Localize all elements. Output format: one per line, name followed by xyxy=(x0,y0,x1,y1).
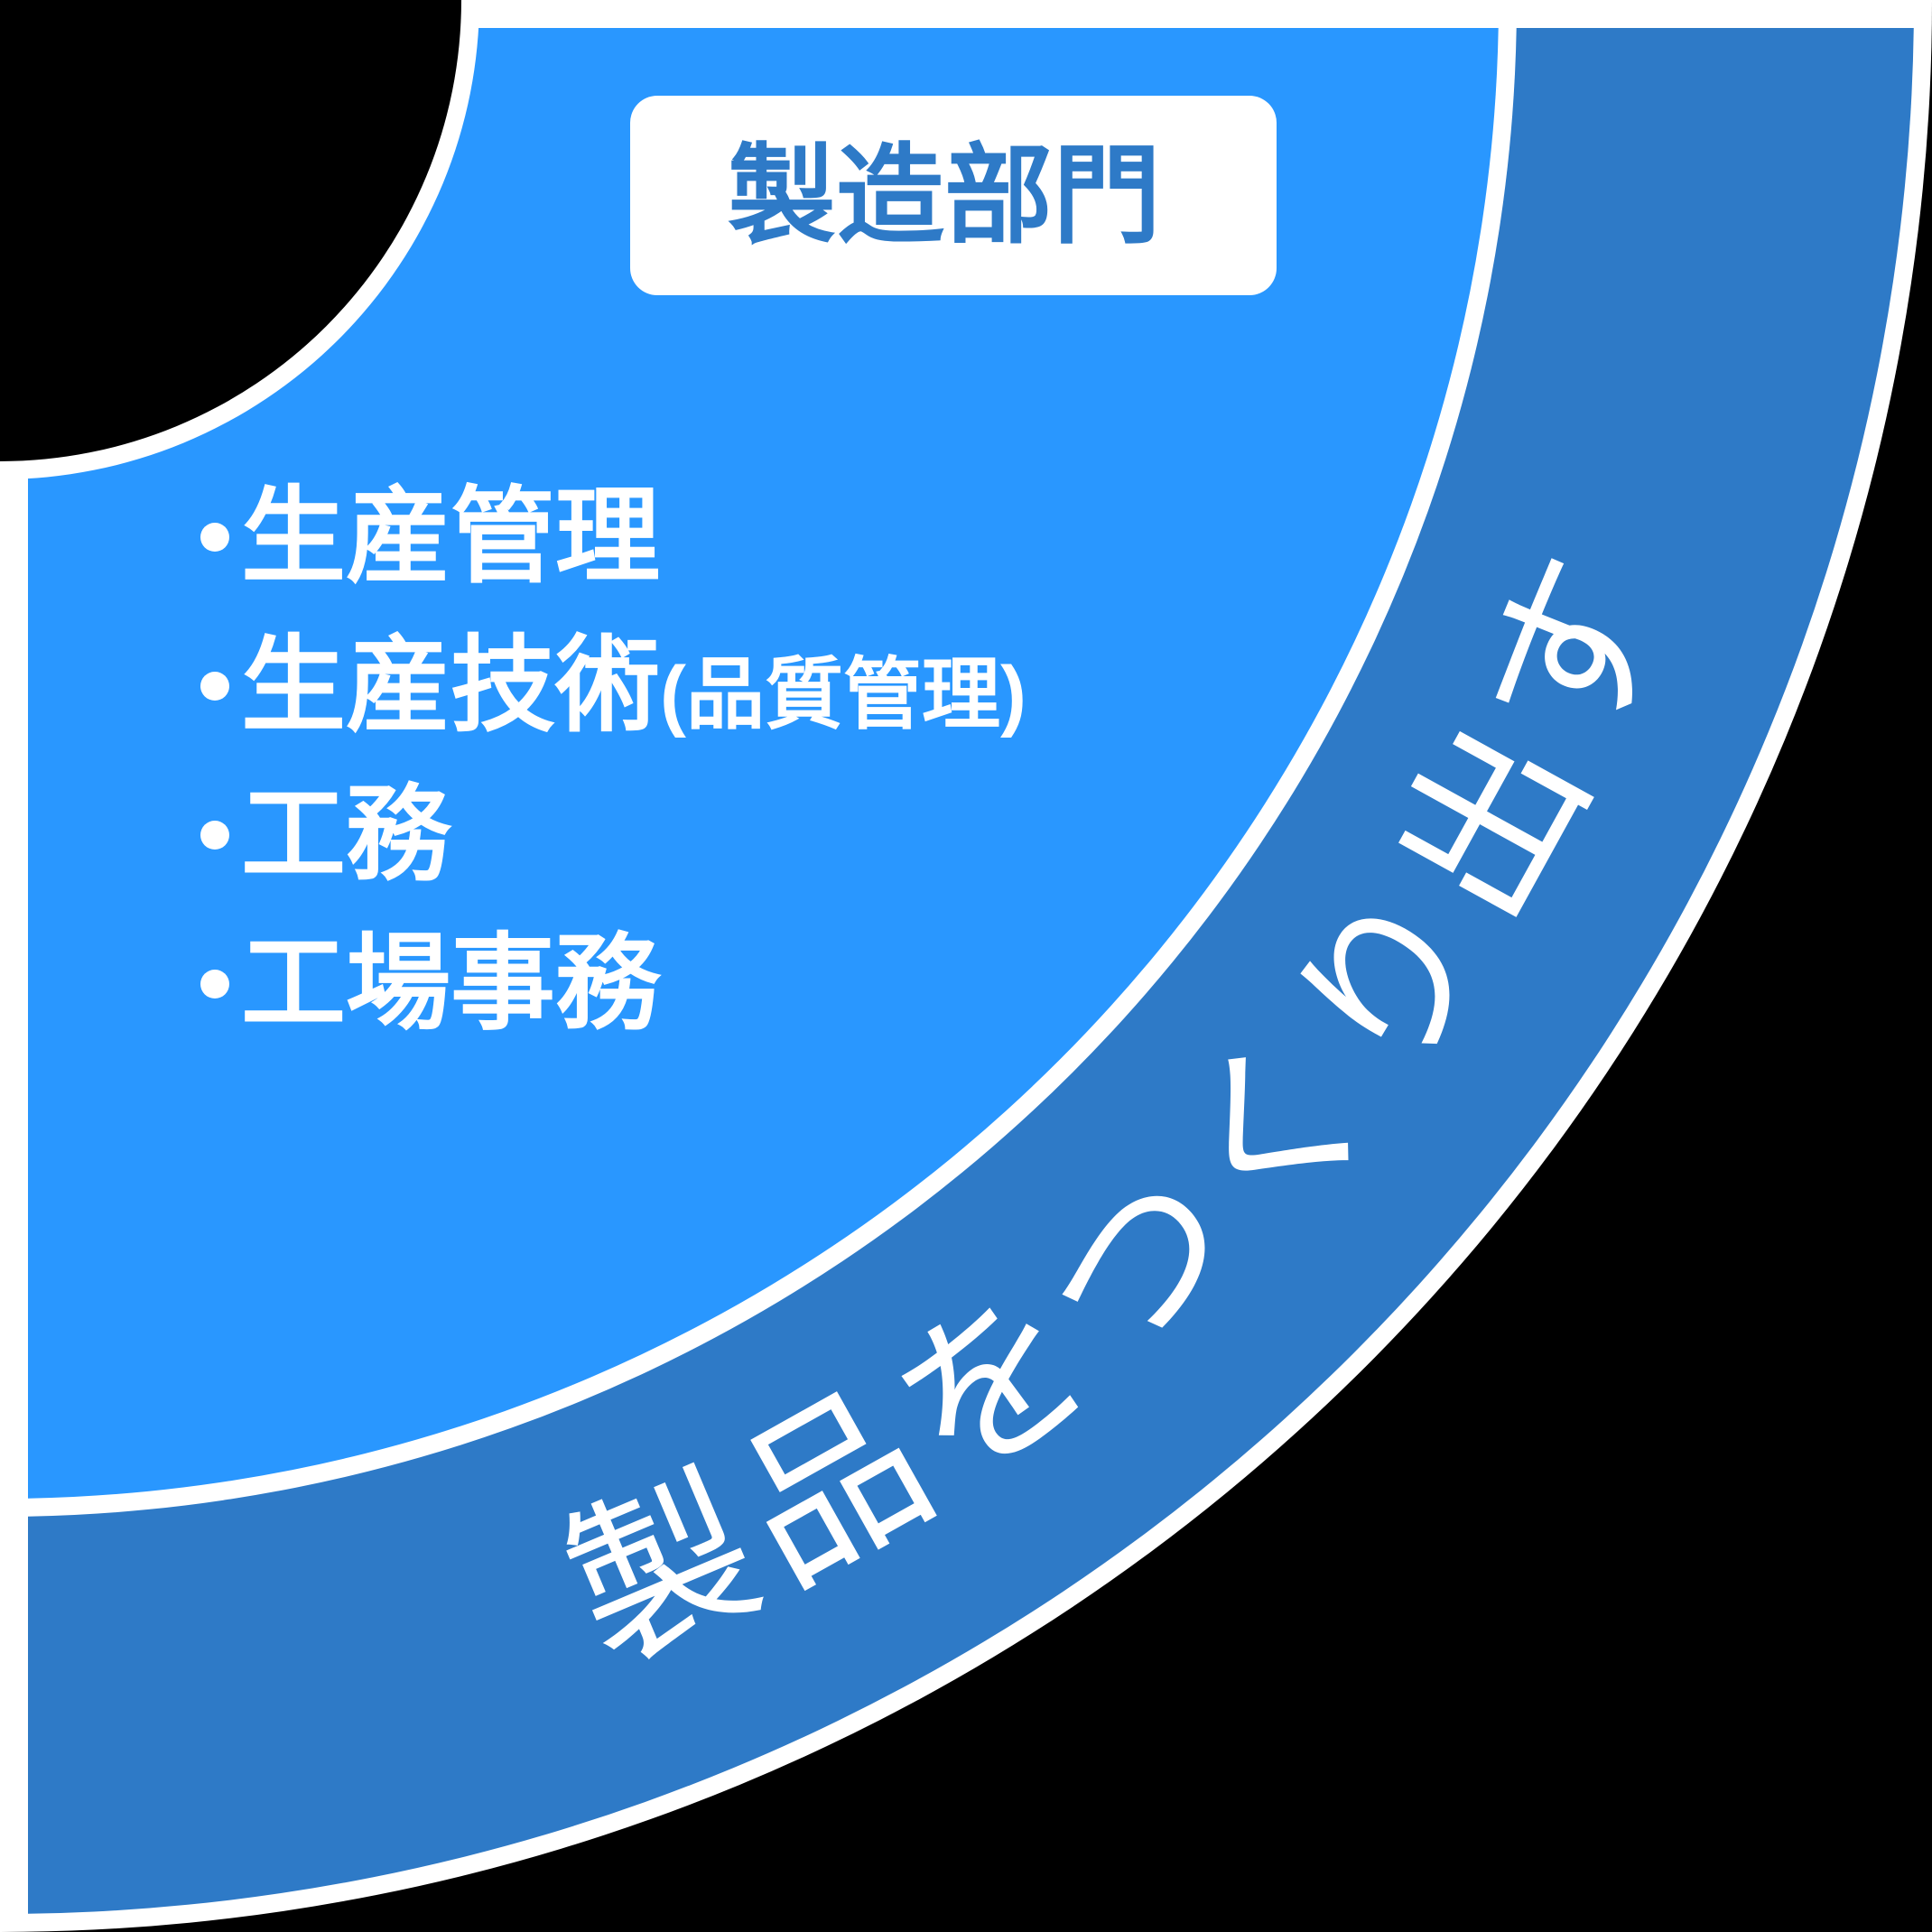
duty-label: 生産管理 xyxy=(241,478,660,595)
duty-item: 生産管理 xyxy=(200,462,1026,611)
duty-item: 生産技術(品質管理) xyxy=(200,611,1026,760)
corner-cutout xyxy=(0,0,461,461)
bullet-icon xyxy=(200,523,229,552)
inner-panel xyxy=(28,28,1499,1499)
bullet-icon xyxy=(200,672,229,701)
department-title: 製造部門 xyxy=(728,135,1161,256)
duty-label: 生産技術 xyxy=(241,627,660,744)
bullet-icon xyxy=(200,970,229,999)
duty-item: 工務 xyxy=(200,760,1026,909)
duty-list: 生産管理 生産技術(品質管理) 工務 工場事務 xyxy=(200,462,1026,1058)
duty-item: 工場事務 xyxy=(200,909,1026,1058)
duty-note: (品質管理) xyxy=(660,651,1026,738)
department-title-box: 製造部門 xyxy=(630,96,1277,295)
duty-label: 工場事務 xyxy=(241,924,660,1042)
duty-label: 工務 xyxy=(241,776,450,893)
bullet-icon xyxy=(200,821,229,850)
